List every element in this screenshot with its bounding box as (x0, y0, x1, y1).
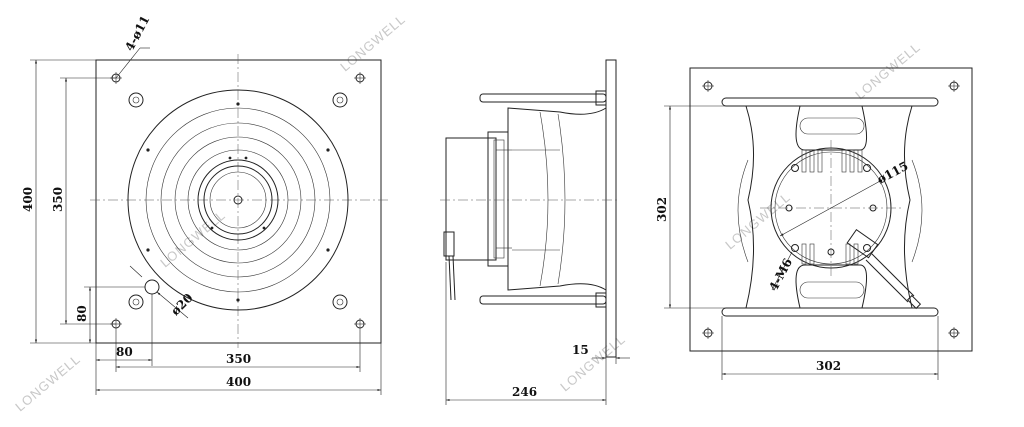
front-hub-circle (203, 165, 273, 235)
side-flange (605, 59, 617, 358)
rear-cooling-fins (801, 149, 863, 265)
dim-width-350: 350 (226, 352, 251, 366)
watermarks: LONGWELL LONGWELL LONGWELL LONGWELL LONG… (12, 11, 923, 414)
side-motor (445, 137, 497, 261)
rear-rail-top (721, 97, 939, 107)
dim-width-80: 80 (116, 345, 133, 359)
front-hub-circle (197, 159, 279, 241)
rear-thread-callout: 4-M6 (766, 256, 795, 293)
side-rail-top (479, 93, 607, 103)
dim-flange-15: 15 (572, 343, 589, 357)
dim-height-400: 400 (21, 187, 35, 212)
front-ø20-hole (144, 279, 160, 295)
dim-rear-width-302: 302 (816, 359, 841, 373)
watermark-text: LONGWELL (852, 39, 923, 102)
watermark-text: LONGWELL (12, 351, 83, 414)
front-bosses (128, 92, 348, 310)
side-view: 15 246 (440, 59, 630, 405)
front-circle (127, 89, 349, 311)
front-plate (95, 59, 382, 344)
front-circle (187, 149, 289, 251)
front-bolt-dots (146, 102, 330, 302)
rear-mounting-holes (702, 80, 960, 339)
front-view: 400 350 80 80 350 400 (21, 13, 388, 395)
hole-diameter: ø20 (168, 291, 195, 318)
front-circle (174, 136, 302, 264)
rear-bore-diameter: ø115 (875, 159, 911, 187)
front-hub-center (233, 195, 243, 205)
rear-cable-gland (846, 229, 879, 259)
side-dimensions: 15 246 (445, 262, 630, 405)
rear-thread-holes (785, 164, 877, 256)
front-circle (160, 122, 316, 278)
rear-plate (689, 67, 973, 352)
dim-height-350: 350 (51, 187, 65, 212)
side-rail-bottom (479, 295, 607, 305)
rear-rail-bottom (721, 307, 939, 317)
front-circle (145, 107, 331, 293)
side-impeller (507, 107, 607, 291)
front-hub-circle (209, 171, 267, 229)
dim-rear-height-302: 302 (655, 197, 669, 222)
watermark-text: LONGWELL (337, 11, 408, 74)
hole-callout: 4-ø11 (122, 13, 152, 53)
watermark-text: LONGWELL (157, 207, 228, 270)
dim-depth-246: 246 (512, 385, 537, 399)
dim-height-80: 80 (75, 305, 89, 322)
rear-view: 302 302 ø115 4-M6 (655, 67, 973, 380)
rear-dimensions: 302 302 ø115 4-M6 (655, 105, 939, 380)
dim-width-400: 400 (226, 375, 251, 389)
front-dimensions: 400 350 80 80 350 400 (21, 13, 382, 395)
watermark-text: LONGWELL (557, 331, 628, 394)
